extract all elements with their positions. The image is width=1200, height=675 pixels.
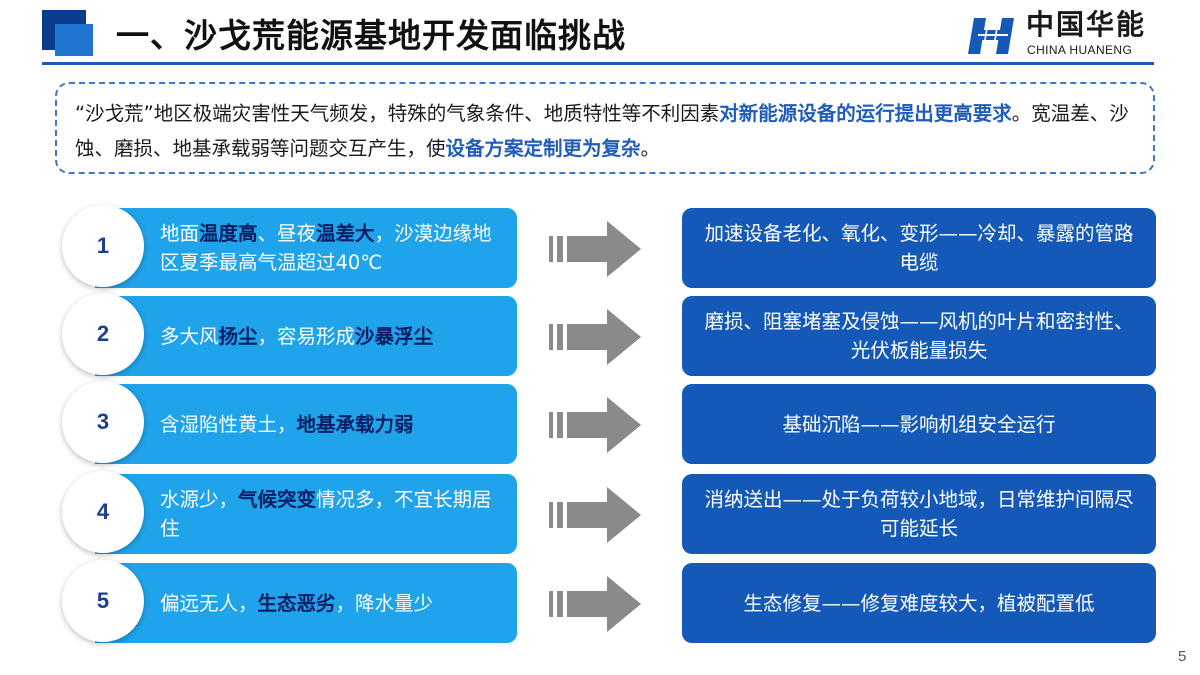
cause-segment: 含湿陷性黄土， (160, 412, 297, 436)
arrow-right-icon (549, 309, 641, 365)
intro-highlight: 设备方案定制更为复杂 (445, 137, 641, 160)
cause-segment: 地面 (160, 222, 200, 245)
cause-text: 多大风扬尘，容易形成沙暴浮尘 (160, 296, 505, 376)
impact-text: 消纳送出——处于负荷较小地域，日常维护间隔尽可能延长 (704, 488, 1134, 540)
cause-bar (95, 563, 517, 643)
cause-highlight: 扬尘 (218, 324, 258, 348)
logo-name-cn: 中国华能 (1026, 8, 1147, 41)
cause-highlight: 气候突变 (238, 488, 317, 511)
impact-text: 生态修复——修复难度较大，植被配置低 (743, 591, 1095, 615)
cause-segment: ，容易形成 (257, 324, 356, 348)
cause-segment: 情况多，不宜长期居住 (160, 488, 492, 540)
cause-segment: ，沙漠边缘地区夏季最高气温超过40℃ (160, 222, 492, 274)
cause-highlight: 生态恶劣 (257, 591, 336, 615)
intro-highlight: 对新能源设备的运行提出更高要求 (719, 102, 1012, 125)
row-number-badge: 5 (62, 560, 144, 642)
cause-text: 偏远无人，生态恶劣，降水量少 (160, 563, 505, 643)
intro-text: 。宽温差、沙蚀、磨损、地基承载弱等问题交互产生，使 (75, 102, 1129, 160)
challenge-row-1: 地面温度高、昼夜温差大，沙漠边缘地区夏季最高气温超过40℃ 1 加速设备老化、氧… (0, 205, 1200, 288)
arrow-right-icon (549, 487, 641, 543)
challenge-row-3: 含湿陷性黄土，地基承载力弱 3 基础沉陷——影响机组安全运行 (0, 381, 1200, 464)
challenge-row-5: 偏远无人，生态恶劣，降水量少 5 生态修复——修复难度较大，植被配置低 (0, 560, 1200, 643)
row-number-badge: 4 (62, 471, 144, 553)
challenge-row-2: 多大风扬尘，容易形成沙暴浮尘 2 磨损、阻塞堵塞及侵蚀——风机的叶片和密封性、光… (0, 293, 1200, 376)
cause-segment: 水源少， (160, 488, 239, 511)
arrow-right-icon (549, 576, 641, 632)
impact-box: 消纳送出——处于负荷较小地域，日常维护间隔尽可能延长 (682, 474, 1156, 554)
impact-text: 加速设备老化、氧化、变形——冷却、暴露的管路电缆 (704, 222, 1134, 274)
row-number-badge: 1 (62, 205, 144, 287)
header-decoration-square-front (55, 24, 93, 56)
impact-box: 基础沉陷——影响机组安全运行 (682, 384, 1156, 464)
challenge-row-4: 水源少，气候突变情况多，不宜长期居住 4 消纳送出——处于负荷较小地域，日常维护… (0, 471, 1200, 554)
cause-bar (95, 296, 517, 376)
arrow-right-icon (549, 397, 641, 453)
arrow-right-icon (549, 221, 641, 277)
cause-segment: ，降水量少 (335, 591, 434, 615)
cause-text: 含湿陷性黄土，地基承载力弱 (160, 384, 505, 464)
row-number-badge: 2 (62, 293, 144, 375)
huaneng-logo-icon (968, 18, 1014, 54)
intro-text: 。 (640, 137, 661, 160)
impact-box: 生态修复——修复难度较大，植被配置低 (682, 563, 1156, 643)
cause-segment: 偏远无人， (160, 591, 258, 615)
logo-name-en: CHINA HUANENG (1027, 43, 1133, 57)
cause-highlight: 地基承载力弱 (296, 412, 414, 436)
intro-box: “沙戈荒”地区极端灾害性天气频发，特殊的气象条件、地质特性等不利因素对新能源设备… (55, 82, 1155, 174)
cause-segment: 多大风 (160, 324, 219, 348)
header-underline (42, 62, 1154, 65)
cause-highlight: 沙暴浮尘 (355, 324, 434, 348)
impact-box: 磨损、阻塞堵塞及侵蚀——风机的叶片和密封性、光伏板能量损失 (682, 296, 1156, 376)
page-number: 5 (1178, 648, 1187, 665)
impact-box: 加速设备老化、氧化、变形——冷却、暴露的管路电缆 (682, 208, 1156, 288)
cause-text: 水源少，气候突变情况多，不宜长期居住 (160, 474, 505, 554)
cause-text: 地面温度高、昼夜温差大，沙漠边缘地区夏季最高气温超过40℃ (160, 208, 505, 288)
intro-text: “沙戈荒”地区极端灾害性天气频发，特殊的气象条件、地质特性等不利因素 (75, 102, 720, 125)
cause-highlight: 温差大 (316, 222, 375, 245)
page-title: 一、沙戈荒能源基地开发面临挑战 (116, 16, 626, 55)
cause-bar (95, 384, 517, 464)
impact-text: 磨损、阻塞堵塞及侵蚀——风机的叶片和密封性、光伏板能量损失 (704, 310, 1134, 362)
cause-bar (95, 474, 517, 554)
row-number-badge: 3 (62, 381, 144, 463)
cause-highlight: 温度高 (199, 222, 258, 245)
cause-bar (95, 208, 517, 288)
impact-text: 基础沉陷——影响机组安全运行 (782, 412, 1056, 436)
cause-segment: 、昼夜 (257, 222, 317, 245)
